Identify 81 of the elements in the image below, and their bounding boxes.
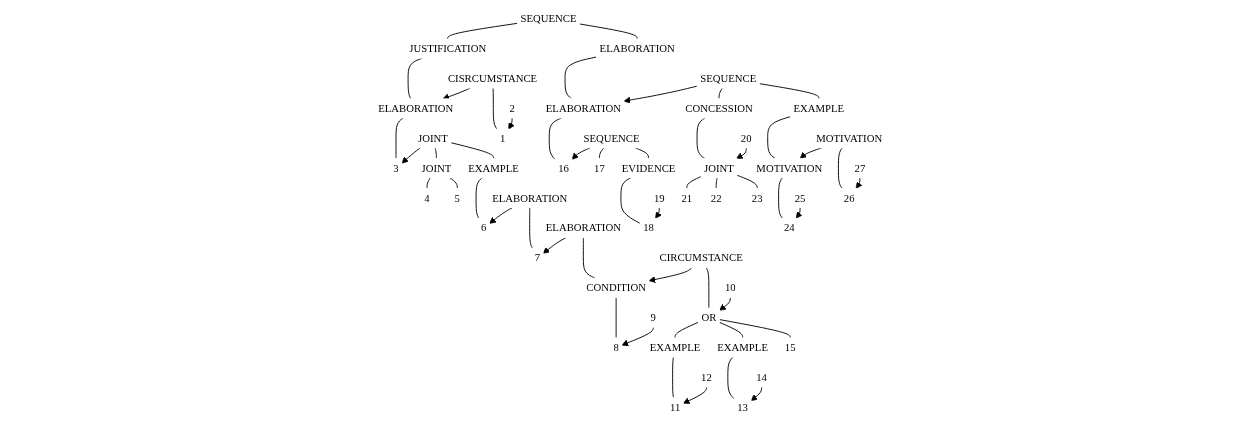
- node-text: 11: [669, 401, 681, 414]
- node-text: JUSTIFICATION: [409, 42, 486, 55]
- node-text: 24: [783, 222, 795, 234]
- connector: [548, 117, 562, 160]
- node-text: EVIDENCE: [621, 162, 676, 174]
- node-text: EXAMPLE: [717, 341, 768, 354]
- node-text: 9: [650, 311, 656, 324]
- node-text: 18: [642, 222, 654, 234]
- node-text: EXAMPLE: [467, 162, 519, 174]
- node-text: EXAMPLE: [649, 341, 701, 354]
- connector: [475, 177, 483, 219]
- connector: [718, 321, 743, 339]
- node-text: 19: [653, 192, 665, 204]
- node-text: 3: [393, 162, 399, 174]
- node-text: 27: [854, 162, 866, 174]
- node-text: JOINT: [417, 132, 448, 145]
- node-text: 14: [756, 371, 767, 384]
- node-text: ELABORATION: [599, 42, 675, 55]
- node-text: CIRCUMSTANCE: [659, 252, 743, 264]
- node-text: 1: [499, 132, 506, 145]
- connector: [758, 83, 820, 100]
- node-text: ELABORATION: [491, 192, 568, 204]
- node-text: 23: [751, 192, 763, 204]
- node-text: 21: [681, 192, 693, 204]
- connector: [727, 356, 735, 400]
- connector: [582, 237, 596, 279]
- node-text: 12: [700, 371, 712, 384]
- node-text: ELABORATION: [545, 102, 621, 115]
- connector: [434, 147, 437, 160]
- node-text: JOINT: [421, 162, 452, 174]
- node-text: OR: [701, 311, 717, 324]
- node-text: 17: [593, 162, 605, 174]
- connector: [696, 117, 706, 160]
- node-text: 4: [424, 192, 430, 204]
- node-text: CONDITION: [586, 281, 646, 294]
- connector: [686, 176, 702, 189]
- node-text: 20: [740, 132, 752, 145]
- connector: [598, 147, 605, 160]
- connector: [715, 177, 718, 189]
- node-text: SEQUENCE: [700, 72, 757, 85]
- connector: [450, 142, 494, 160]
- connector: [777, 177, 783, 219]
- connector: [492, 87, 498, 130]
- connector: [674, 321, 699, 339]
- node-text: 25: [794, 192, 806, 204]
- connector: [447, 22, 518, 40]
- connector: [449, 177, 458, 189]
- node-text: 7: [534, 252, 540, 264]
- node-text: 13: [737, 401, 748, 414]
- node-text: MOTIVATION: [815, 132, 882, 145]
- connector: [395, 117, 404, 160]
- node-text: 8: [613, 341, 619, 354]
- connector: [426, 177, 431, 189]
- node-text: 22: [710, 192, 722, 204]
- connector: [736, 174, 758, 189]
- connector: [529, 207, 533, 249]
- node-text: ELABORATION: [545, 222, 621, 234]
- node-text: 16: [558, 162, 569, 174]
- node-text: CONCESSION: [685, 102, 753, 115]
- node-text: 2: [509, 102, 515, 115]
- connector: [767, 116, 791, 160]
- connector: [578, 23, 638, 40]
- node-text: 5: [454, 192, 460, 204]
- connector: [837, 147, 843, 189]
- connector: [564, 56, 597, 100]
- node-text: SEQUENCE: [520, 12, 577, 25]
- node-text: 10: [724, 281, 736, 294]
- connector: [705, 266, 710, 309]
- connector: [718, 87, 723, 100]
- node-text: MOTIVATION: [756, 162, 823, 174]
- node-text: CISRCUMSTANCE: [447, 72, 537, 85]
- connector: [672, 356, 674, 399]
- node-text: JOINT: [703, 162, 734, 174]
- node-text: 6: [480, 222, 487, 234]
- node-text: EXAMPLE: [793, 102, 844, 115]
- node-text: SEQUENCE: [583, 132, 640, 145]
- node-text: 26: [843, 192, 855, 204]
- connector: [620, 177, 641, 224]
- node-text: 15: [784, 341, 796, 354]
- connector: [718, 319, 791, 339]
- node-text: ELABORATION: [378, 102, 454, 115]
